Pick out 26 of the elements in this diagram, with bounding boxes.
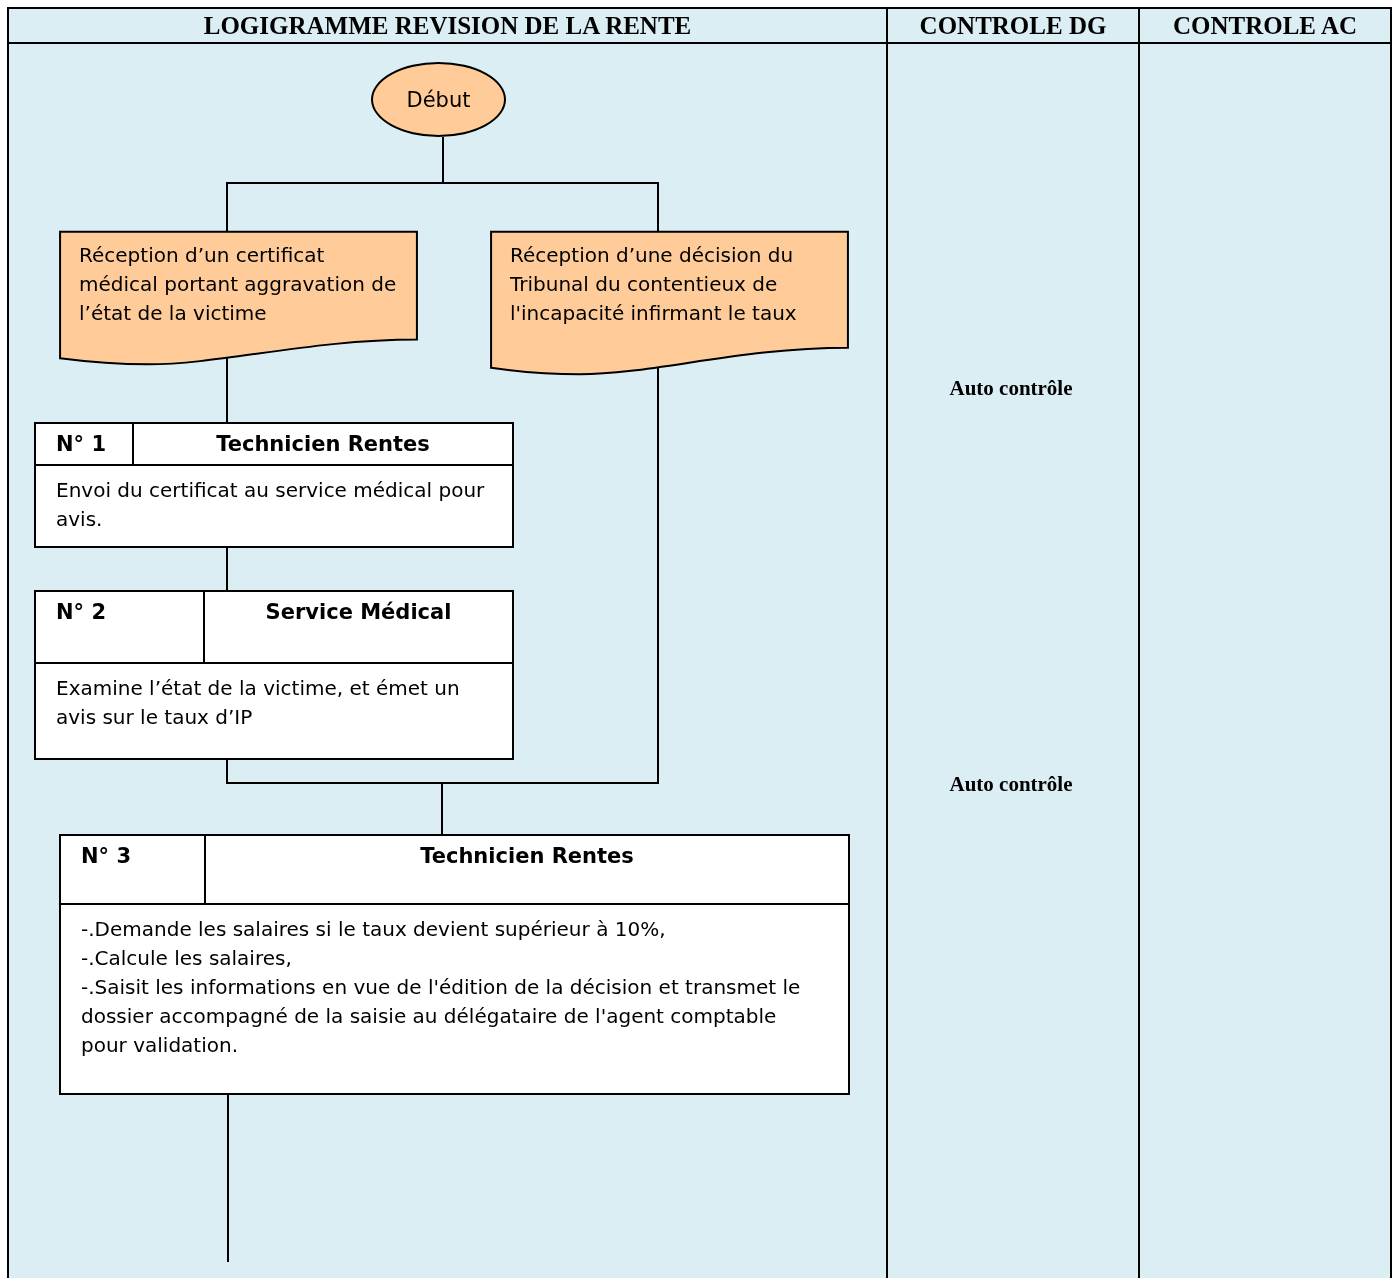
step-description: -.Calcule les salaires, — [81, 945, 293, 972]
document-text: Réception d’une décision du Tribunal du contentieux de l'incapacité infirmant le taux — [509, 242, 798, 327]
step-number: N° 1 — [36, 424, 134, 464]
process-box — [59, 834, 850, 1095]
step-description: Examine l’état de la victime, et émet un avis sur le taux d’IP — [56, 675, 461, 731]
role-header: Technicien Rentes — [215, 431, 431, 458]
column-header: LOGIGRAMME REVISION DE LA RENTE — [7, 7, 888, 44]
step-number: N° 2 — [36, 592, 205, 662]
connector-line — [226, 545, 228, 591]
process-box — [34, 422, 514, 548]
control-note: Auto contrôle — [949, 771, 1073, 797]
role-header: Service Médical — [264, 599, 453, 626]
connector-line — [227, 1094, 229, 1263]
step-description: -.Demande les salaires si le taux devient supérieur à 10%, — [81, 916, 667, 943]
column-header: CONTROLE DG — [886, 7, 1140, 44]
document-text: Réception d’un certificat médical portant aggravation de l’état de la victime — [78, 242, 398, 327]
document-shape — [59, 231, 418, 365]
step-number: N° 3 — [61, 836, 206, 903]
document-shape — [490, 231, 849, 375]
step-description: Envoi du certificat au service médical pour avis. — [56, 477, 486, 533]
role-header: Technicien Rentes — [419, 843, 635, 870]
process-box — [34, 590, 514, 760]
step-description: -.Saisit les informations en vue de l'édition de la décision et transmet le dossier accompagné de la saisie au délégataire de l'agent comptable pour validation. — [81, 974, 802, 1059]
control-note: Auto contrôle — [949, 375, 1073, 401]
connector-line — [442, 136, 659, 232]
column-header: CONTROLE AC — [1138, 7, 1392, 44]
